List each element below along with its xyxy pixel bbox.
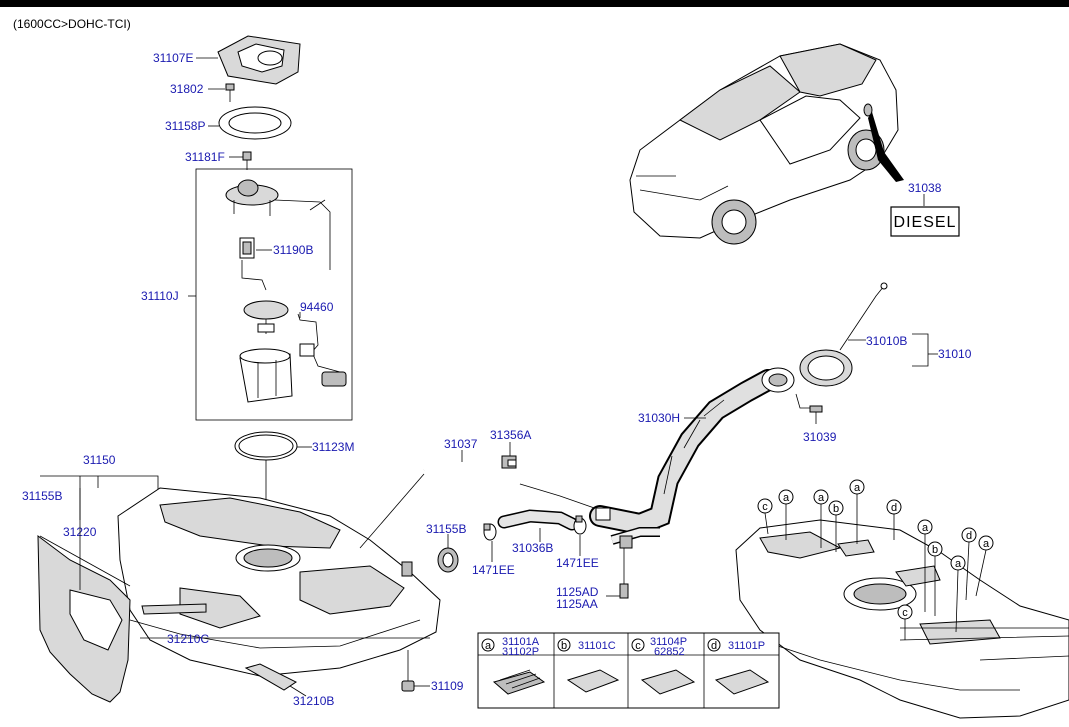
part-31155b-grommet[interactable] [437,547,459,573]
label-31155b-mid[interactable]: 31155B [426,522,466,536]
label-1471ee-b[interactable]: 1471EE [556,556,599,570]
svg-text:a: a [485,640,492,652]
label-31158p[interactable]: 31158P [165,119,205,133]
part-31036b-hose[interactable] [497,509,579,531]
part-pump-bracket[interactable] [243,300,289,334]
svg-text:a: a [955,558,962,570]
callout-circles: c a a b a d a b d a a c [757,479,994,640]
part-31210b-strap[interactable] [244,663,307,697]
label-31802[interactable]: 31802 [170,82,204,96]
parts-kit-table: a 31101A 31102P b 31101C c 31104P 62852 … [477,632,780,709]
part-1125ad-bolt[interactable] [619,548,629,599]
part-31109-plug[interactable] [401,650,415,692]
label-1125aa[interactable]: 1125AA [556,597,598,611]
svg-text:b: b [561,640,567,652]
diesel-badge-text: DIESEL [894,214,957,231]
label-31107e[interactable]: 31107E [153,51,193,65]
svg-text:31101P: 31101P [728,640,765,652]
svg-text:31104P: 31104P [650,636,687,648]
fuel-line-internal [241,260,267,291]
svg-text:a: a [983,538,990,550]
kit-cell-d[interactable]: d 31101P [707,638,770,695]
top-bar [0,0,1069,7]
part-31158p-ring[interactable] [218,106,292,140]
diesel-badge[interactable] [890,206,960,237]
part-1471ee-clamp-b[interactable] [573,515,587,535]
label-31039[interactable]: 31039 [803,430,837,444]
svg-text:a: a [922,522,929,534]
kit-cell-b[interactable]: b 31101C [557,638,620,693]
label-31010[interactable]: 31010 [938,347,972,361]
label-1125ad[interactable]: 1125AD [556,585,599,599]
vehicle-illustration [629,43,904,245]
svg-text:d: d [966,530,972,542]
label-31010b[interactable]: 31010B [866,334,907,348]
svg-text:a: a [818,492,825,504]
part-31030h-filler-neck[interactable] [589,367,795,549]
svg-text:c: c [635,640,641,652]
svg-text:d: d [711,640,717,652]
label-31210b[interactable]: 31210B [293,694,334,708]
part-31123m-gasket[interactable] [234,431,298,461]
part-31150-fuel-tank[interactable] [117,487,441,677]
label-1471ee-a[interactable]: 1471EE [472,563,515,577]
svg-text:c: c [902,607,908,619]
pump-module-frame [195,168,353,421]
part-31802-bolt[interactable] [225,83,235,102]
label-31109[interactable]: 31109 [431,679,464,693]
svg-text:31102P: 31102P [502,646,539,658]
part-31037-vent-tube[interactable] [359,458,601,549]
part-31210c-strap[interactable] [140,603,430,639]
part-31356a-clip[interactable] [501,455,517,469]
label-31123m[interactable]: 31123M [312,440,354,454]
part-94460-sender[interactable] [297,313,347,387]
label-31190b[interactable]: 31190B [273,243,313,257]
part-1471ee-clamp-a[interactable] [483,523,497,541]
label-31030h[interactable]: 31030H [638,411,680,425]
kit-cell-c[interactable]: c 31104P 62852 [631,636,696,695]
label-31356a[interactable]: 31356A [490,428,531,442]
svg-text:31101C: 31101C [578,640,616,652]
label-31210c[interactable]: 31210C [167,632,209,646]
svg-text:31101A: 31101A [502,636,540,648]
part-pump-flange[interactable] [225,179,331,270]
svg-text:b: b [932,544,938,556]
label-31181f[interactable]: 31181F [185,150,225,164]
label-31150[interactable]: 31150 [83,453,116,467]
engine-spec-label: (1600CC>DOHC-TCI) [13,17,131,31]
label-31038[interactable]: 31038 [908,181,942,195]
label-31155b-left[interactable]: 31155B [22,489,62,503]
label-94460[interactable]: 94460 [300,300,334,314]
part-31181f-valve[interactable] [242,151,252,170]
part-31107e-cover[interactable] [217,35,301,85]
label-31036b[interactable]: 31036B [512,541,553,555]
svg-text:c: c [762,501,768,513]
part-31010-fuel-cap[interactable] [799,282,888,387]
svg-text:a: a [854,482,861,494]
svg-text:62852: 62852 [654,646,685,658]
svg-text:a: a [783,492,790,504]
part-31190b-filter[interactable] [239,237,255,259]
svg-text:d: d [891,502,897,514]
part-31039-screw[interactable] [795,393,823,424]
svg-text:b: b [833,503,839,515]
label-31110j[interactable]: 31110J [141,289,179,303]
kit-cell-a[interactable]: a 31101A 31102P [481,636,546,695]
part-31220-heat-shield[interactable] [37,488,131,703]
label-31037[interactable]: 31037 [444,437,478,451]
part-pump-reservoir[interactable] [239,348,293,403]
